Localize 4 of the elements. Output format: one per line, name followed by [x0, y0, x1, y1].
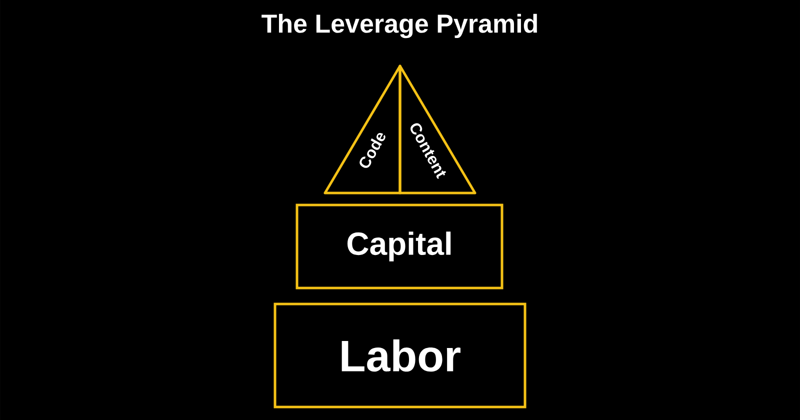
triangle-section: Code [324, 64, 402, 194]
title: The Leverage Pyramid [262, 14, 537, 38]
pyramid-level-box: Capital [296, 204, 504, 290]
pyramid-level-box: Labor [274, 302, 526, 408]
